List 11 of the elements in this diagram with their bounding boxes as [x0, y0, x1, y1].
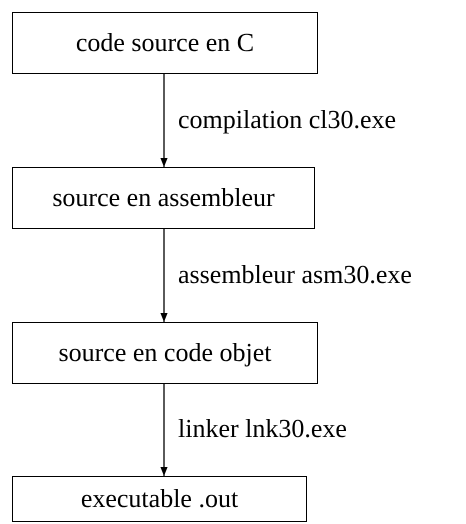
arrow [160, 229, 168, 322]
box-label: source en code objet [58, 336, 272, 369]
box-label: code source en C [76, 26, 254, 59]
process-box [12, 322, 318, 384]
process-box [12, 12, 318, 74]
box-label: source en assembleur [52, 182, 275, 214]
arrow [160, 74, 168, 167]
process-box [12, 167, 315, 229]
box-label: executable .out [80, 482, 238, 515]
process-box [12, 476, 307, 522]
arrow [160, 384, 168, 476]
